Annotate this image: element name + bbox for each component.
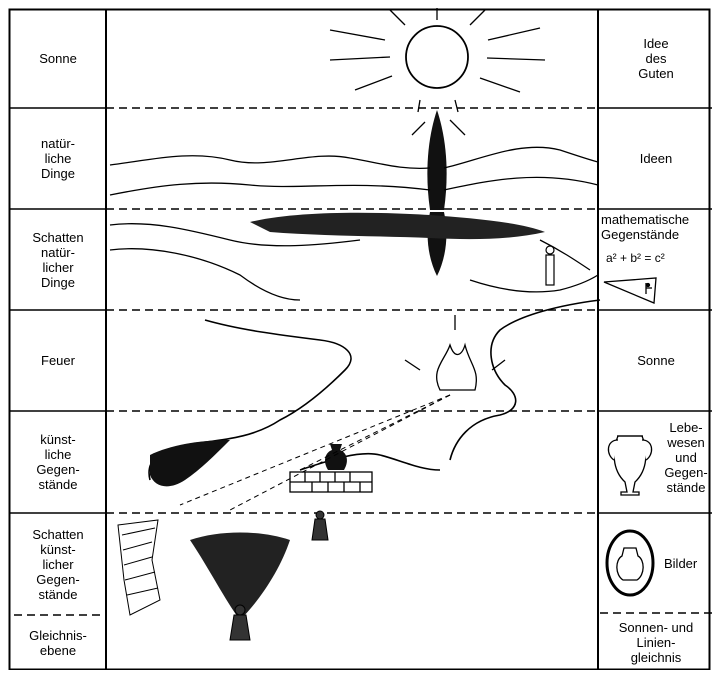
left-label-kuenstliche-gegenstaende: künst- liche Gegen- stände [10, 411, 106, 513]
cave-wall-shadow [150, 440, 230, 486]
lake-shadow [250, 213, 545, 239]
projection-lines [180, 395, 450, 510]
fire-icon [405, 315, 505, 390]
shadow-wall [118, 520, 160, 615]
right-label-mathematische-gegenstaende: mathematische Gegenstände [601, 212, 712, 242]
cave-person-figure [312, 511, 328, 540]
right-label-sonnen-und-liniengleichnis: Sonnen- und Linien- gleichnis [600, 615, 712, 670]
person-figure [546, 246, 554, 285]
left-label-sonne: Sonne [10, 9, 106, 108]
left-label-natuerliche-dinge: natür- liche Dinge [10, 108, 106, 209]
pythagoras-formula: a² + b² = c² [606, 251, 665, 265]
left-label-gleichnisebene: Gleichnis- ebene [10, 615, 106, 670]
tree-icon [427, 110, 446, 276]
amphora-icon [608, 436, 651, 495]
right-label-sonne: Sonne [600, 310, 712, 411]
right-label-bilder: Bilder [664, 556, 697, 571]
wall-icon [290, 472, 372, 492]
left-label-feuer: Feuer [10, 310, 106, 411]
left-label-schatten-kuenstlicher-gegenstaende: Schatten künst- licher Gegen- stände [10, 513, 106, 615]
framed-vase-icon [607, 531, 653, 595]
right-label-lebewesen-und-gegenstaende: Lebe- wesen und Gegen- stände [660, 420, 712, 495]
right-label-idee-des-guten: Idee des Guten [600, 9, 712, 108]
left-label-schatten-natuerlicher-dinge: Schatten natür- licher Dinge [10, 209, 106, 310]
right-label-ideen: Ideen [600, 108, 712, 209]
right-triangle-icon [604, 278, 656, 303]
